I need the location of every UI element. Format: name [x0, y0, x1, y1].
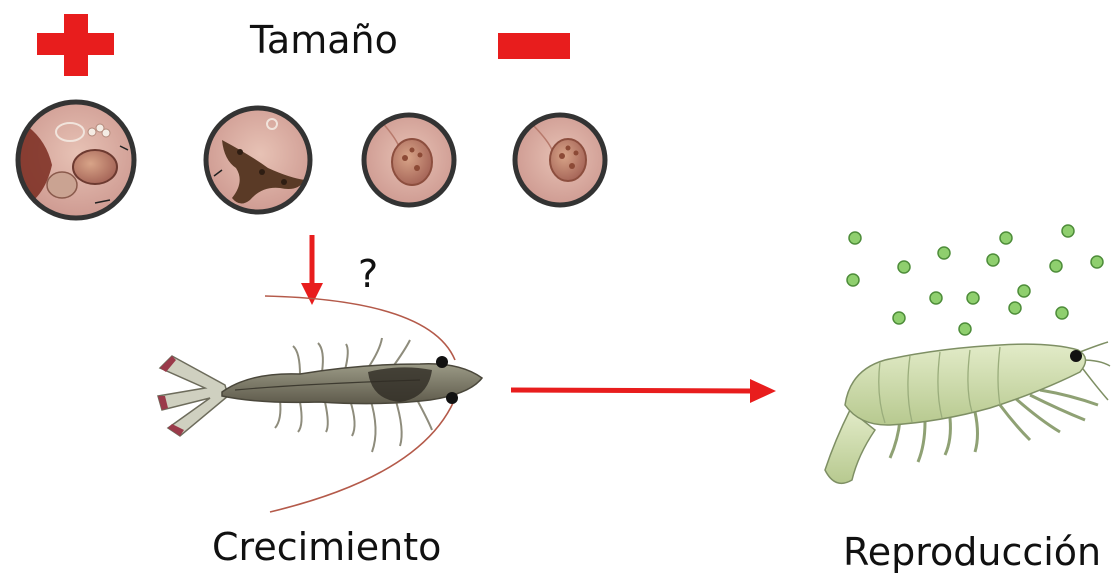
size-label: Tamaño: [250, 18, 398, 62]
particle: [1062, 225, 1074, 237]
particle: [930, 292, 942, 304]
particle: [967, 292, 979, 304]
right-arrow: [511, 379, 776, 403]
question-mark: ?: [358, 252, 378, 296]
shrimp-photo: [158, 296, 482, 512]
particle: [1050, 260, 1062, 272]
particle: [1009, 302, 1021, 314]
plus-icon: [37, 14, 114, 76]
particle: [987, 254, 999, 266]
particle: [959, 323, 971, 335]
particle: [1000, 232, 1012, 244]
micrograph-elongated-cell: [200, 100, 320, 220]
micrograph-small-cell: [360, 112, 460, 212]
particle: [1091, 256, 1103, 268]
particles-cloud: [847, 225, 1103, 335]
particle: [849, 232, 861, 244]
reproduction-label: Reproducción: [843, 530, 1101, 574]
down-arrow: [301, 235, 323, 305]
particle: [938, 247, 950, 259]
shrimp-drawing: [825, 342, 1110, 483]
growth-label: Crecimiento: [212, 525, 441, 569]
particle: [847, 274, 859, 286]
particle: [898, 261, 910, 273]
particle: [1018, 285, 1030, 297]
minus-icon: [498, 33, 570, 59]
micrograph-largest-cells: [10, 95, 145, 225]
particle: [893, 312, 905, 324]
particle: [1056, 307, 1068, 319]
micrograph-smallest-cell: [512, 112, 612, 212]
